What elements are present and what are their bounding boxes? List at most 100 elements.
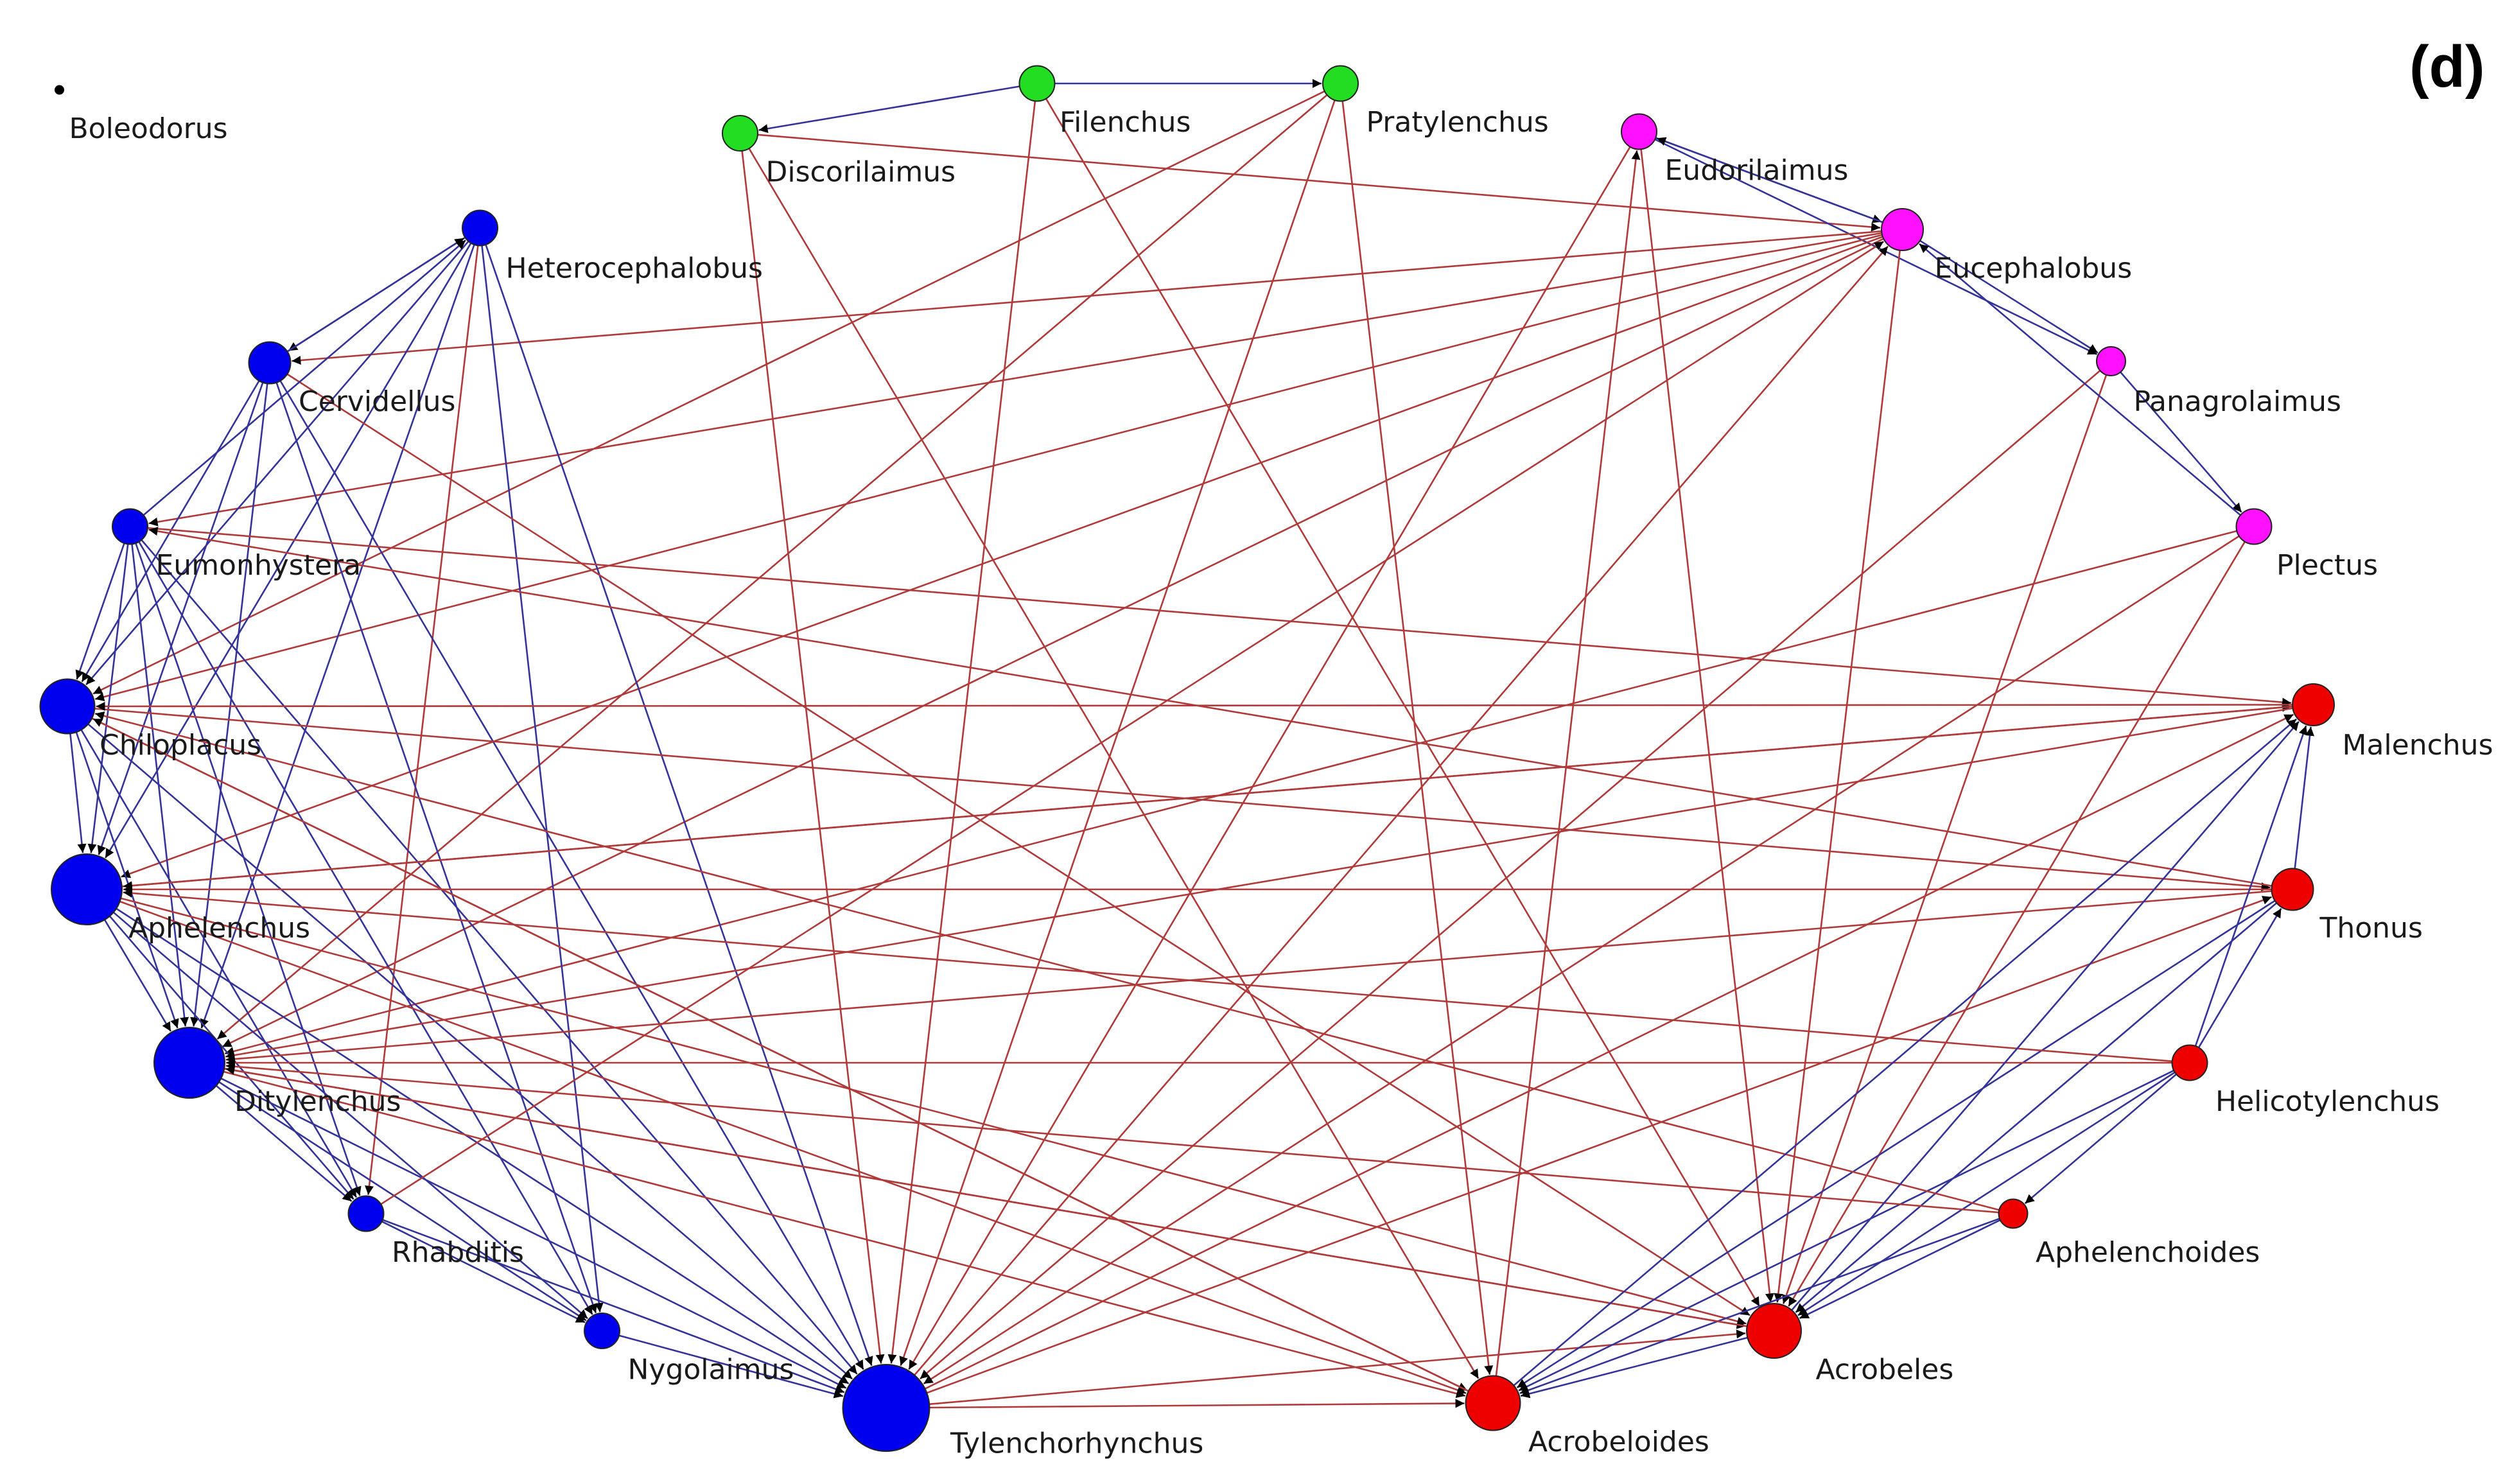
- node-label-acrobeloides: Acrobeloides: [1528, 1426, 1709, 1458]
- node-label-discorilaimus: Discorilaimus: [766, 156, 956, 189]
- node-panagrolaimus[interactable]: [2096, 346, 2126, 376]
- edge-chiloplacus-to-aphelenchus: [69, 733, 87, 853]
- node-aphelenchus[interactable]: [51, 853, 123, 925]
- edge-panagrolaimus-to-plectus: [2120, 371, 2242, 513]
- node-label-pratylenchus: Pratylenchus: [1366, 106, 1549, 139]
- edge-eumonhystera-to-aphelenchus: [87, 544, 129, 853]
- edge-ditylenchus-to-nygolaimus: [218, 1081, 587, 1322]
- edge-malenchus-to-ditylenchus: [225, 707, 2293, 1060]
- edge-eumonhystera-to-rhabditis: [135, 543, 362, 1196]
- node-heterocephalobus[interactable]: [462, 209, 498, 247]
- edge-filenchus-to-discorilaimus: [758, 85, 1020, 134]
- edge-acrobeles-to-malenchus: [1791, 720, 2300, 1311]
- edge-cervidellus-to-tylenchorhynchus: [279, 380, 864, 1370]
- edge-tylenchorhynchus-to-malenchus: [924, 713, 2294, 1390]
- edge-malenchus-to-aphelenchus: [123, 705, 2293, 891]
- edge-tylenchorhynchus-to-eucephalobus: [914, 245, 1889, 1376]
- node-helicotylenchus[interactable]: [2171, 1044, 2208, 1081]
- node-label-rhabditis: Rhabditis: [392, 1236, 524, 1269]
- edge-aphelenchoides-to-acrobeloides: [1519, 1218, 2000, 1395]
- node-aphelenchoides[interactable]: [1998, 1198, 2029, 1229]
- node-acrobeles[interactable]: [1746, 1303, 1802, 1359]
- edge-acrobeloides-to-chiloplacus: [92, 718, 1469, 1392]
- node-boleodorus[interactable]: [55, 85, 64, 95]
- node-label-aphelenchoides: Aphelenchoides: [2036, 1236, 2260, 1269]
- edge-eudorilaimus-to-tylenchorhynchus: [908, 146, 1631, 1370]
- edge-eucephalobus-to-chiloplacus: [94, 234, 1883, 702]
- node-tylenchorhynchus[interactable]: [842, 1364, 930, 1452]
- node-label-nygolaimus: Nygolaimus: [628, 1354, 794, 1386]
- edge-eucephalobus-to-panagrolaimus: [1919, 240, 2099, 354]
- edge-aphelenchus-to-tylenchorhynchus: [116, 907, 850, 1384]
- edge-eucephalobus-to-aphelenchus: [121, 236, 1883, 878]
- edge-helicotylenchus-to-thonus: [2197, 908, 2282, 1048]
- edge-eucephalobus-to-acrobeles: [1774, 250, 1901, 1303]
- edge-discorilaimus-to-tylenchorhynchus: [741, 150, 885, 1364]
- edge-eucephalobus-to-ditylenchus: [222, 238, 1884, 1048]
- edge-aphelenchus-to-ditylenchus: [103, 919, 172, 1032]
- edge-heterocephalobus-to-tylenchorhynchus: [485, 244, 873, 1366]
- edge-nygolaimus-to-tylenchorhynchus: [618, 1334, 844, 1399]
- edge-thonus-to-acrobeles: [1795, 902, 2278, 1313]
- edge-cervidellus-to-acrobeles: [286, 373, 1750, 1316]
- edge-pratylenchus-to-chiloplacus: [92, 90, 1325, 695]
- edge-tylenchorhynchus-to-acrobeles: [929, 1329, 1746, 1405]
- edge-tylenchorhynchus-to-thonus: [926, 896, 2273, 1394]
- node-label-acrobeles: Acrobeles: [1816, 1354, 1954, 1386]
- edge-eudorilaimus-to-acrobeles: [1640, 149, 1774, 1303]
- edge-heterocephalobus-to-rhabditis: [365, 245, 479, 1195]
- edge-helicotylenchus-to-acrobeloides: [1518, 1069, 2174, 1392]
- node-rhabditis[interactable]: [347, 1195, 385, 1232]
- node-filenchus[interactable]: [1018, 65, 1056, 102]
- node-malenchus[interactable]: [2292, 683, 2335, 726]
- node-label-helicotylenchus: Helicotylenchus: [2215, 1085, 2440, 1118]
- panel-label: (d): [2409, 34, 2484, 100]
- node-plectus[interactable]: [2235, 508, 2273, 545]
- edge-heterocephalobus-to-nygolaimus: [481, 245, 604, 1313]
- node-discorilaimus[interactable]: [722, 115, 758, 152]
- node-pratylenchus[interactable]: [1322, 65, 1359, 102]
- node-label-heterocephalobus: Heterocephalobus: [506, 252, 763, 285]
- node-label-filenchus: Filenchus: [1060, 106, 1191, 139]
- edge-cervidellus-to-heterocephalobus: [286, 237, 465, 353]
- edge-chiloplacus-to-tylenchorhynchus: [87, 723, 853, 1380]
- edge-plectus-to-tylenchorhynchus: [923, 535, 2240, 1384]
- edge-eumonhystera-to-heterocephalobus: [143, 240, 466, 516]
- node-thonus[interactable]: [2271, 868, 2314, 911]
- edge-thonus-to-ditylenchus: [225, 890, 2272, 1064]
- edge-discorilaimus-to-acrobeloides: [748, 148, 1480, 1379]
- edge-pratylenchus-to-ditylenchus: [216, 94, 1328, 1040]
- node-cervidellus[interactable]: [248, 341, 292, 385]
- node-chiloplacus[interactable]: [39, 678, 96, 735]
- node-ditylenchus[interactable]: [153, 1027, 225, 1099]
- edge-thonus-to-acrobeloides: [1516, 900, 2276, 1388]
- edge-filenchus-to-tylenchorhynchus: [887, 101, 1036, 1364]
- node-acrobeloides[interactable]: [1465, 1375, 1521, 1431]
- edge-eucephalobus-to-eumonhystera: [148, 232, 1882, 527]
- edge-discorilaimus-to-eucephalobus: [757, 134, 1881, 232]
- node-eudorilaimus[interactable]: [1621, 113, 1657, 150]
- edge-ditylenchus-to-tylenchorhynchus: [220, 1078, 847, 1389]
- node-nygolaimus[interactable]: [584, 1313, 620, 1349]
- node-label-plectus: Plectus: [2276, 549, 2378, 582]
- edge-acrobeloides-to-malenchus: [1513, 718, 2298, 1386]
- node-eumonhystera[interactable]: [112, 508, 148, 545]
- edge-rhabditis-to-nygolaimus: [381, 1221, 586, 1323]
- edge-aphelenchus-to-nygolaimus: [112, 911, 588, 1320]
- edge-acrobeles-to-ditylenchus: [225, 1065, 1747, 1327]
- edge-thonus-to-eumonhystera: [148, 527, 2273, 887]
- edge-aphelenchoides-to-chiloplacus: [94, 711, 2000, 1211]
- edge-aphelenchoides-to-acrobeles: [1799, 1219, 2001, 1320]
- edge-chiloplacus-to-rhabditis: [80, 729, 358, 1198]
- node-label-eumonhystera: Eumonhystera: [156, 549, 362, 582]
- node-label-aphelenchus: Aphelenchus: [128, 912, 310, 945]
- node-label-eucephalobus: Eucephalobus: [1935, 252, 2133, 285]
- node-label-ditylenchus: Ditylenchus: [234, 1085, 401, 1118]
- node-eucephalobus[interactable]: [1881, 208, 1924, 251]
- edge-ditylenchus-to-rhabditis: [215, 1085, 353, 1202]
- edge-helicotylenchus-to-aphelenchoides: [2024, 1073, 2177, 1205]
- edge-eumonhystera-to-tylenchorhynchus: [141, 539, 858, 1375]
- edge-cervidellus-to-nygolaimus: [275, 382, 597, 1314]
- edge-thonus-to-malenchus: [2294, 726, 2314, 869]
